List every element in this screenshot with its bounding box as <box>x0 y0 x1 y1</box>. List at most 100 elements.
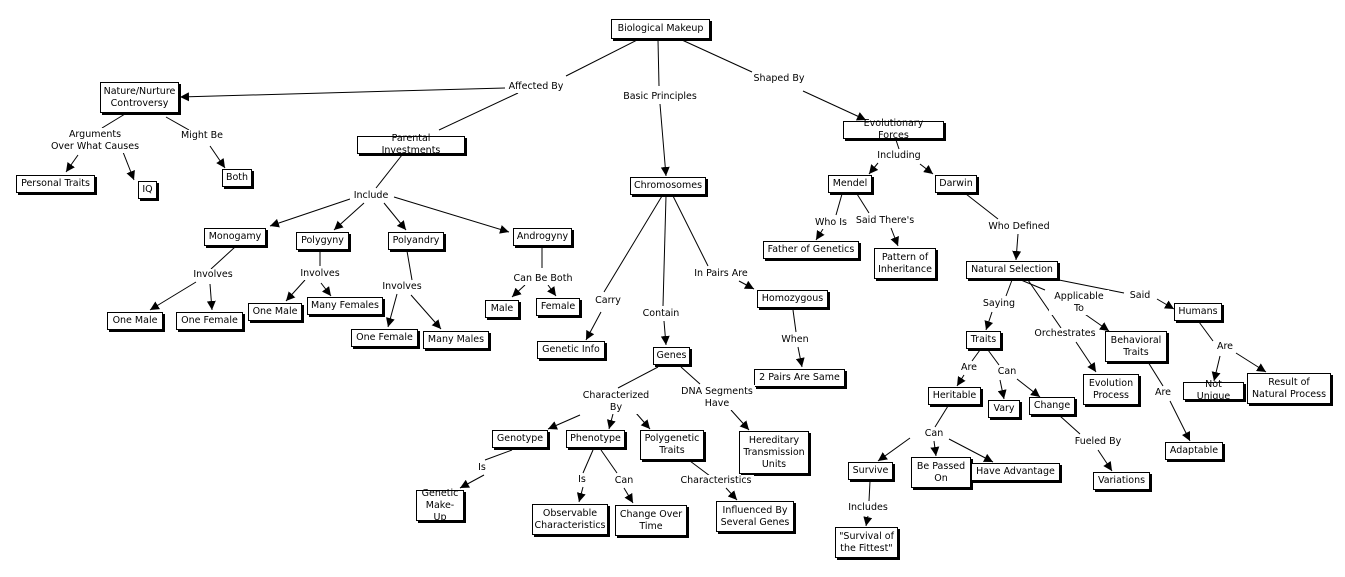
connector-arrow-59 <box>1012 233 1022 261</box>
connector-line-10 <box>165 116 190 131</box>
node-survive[interactable]: Survive <box>848 462 893 480</box>
node-have-advantage[interactable]: Have Advantage <box>971 463 1060 481</box>
node-parental-investments[interactable]: Parental Investments <box>357 133 465 156</box>
connector-line-2 <box>438 92 519 131</box>
node-adaptable[interactable]: Adaptable <box>1165 442 1223 460</box>
connector-line-33 <box>672 195 709 267</box>
node-traits[interactable]: Traits <box>966 331 1001 349</box>
connector-arrow-74 <box>1097 449 1113 472</box>
connector-line-45 <box>582 449 594 474</box>
node-natural-selection[interactable]: Natural Selection <box>966 261 1058 279</box>
node-genotype[interactable]: Genotype <box>492 430 548 448</box>
node-mendel[interactable]: Mendel <box>828 175 872 193</box>
connector-arrow-85 <box>863 515 873 527</box>
node-biological-makeup[interactable]: Biological Makeup <box>611 19 710 39</box>
connector-arrow-82 <box>930 440 940 457</box>
node-genetic-makeup[interactable]: Genetic Make-Up <box>416 488 464 523</box>
connector-arrow-25 <box>410 294 442 330</box>
node-heritable[interactable]: Heritable <box>928 387 981 405</box>
link-label-involves-monogamy: Involves <box>189 269 237 281</box>
connector-line-29 <box>603 195 663 293</box>
connector-line-37 <box>617 366 659 389</box>
node-hereditary-units[interactable]: Hereditary Transmission Units <box>739 431 809 474</box>
node-not-unique[interactable]: Not Unique <box>1183 379 1244 402</box>
connector-arrow-61 <box>984 311 994 331</box>
node-polygyny[interactable]: Polygyny <box>296 232 349 250</box>
node-influenced-by-several[interactable]: Influenced By Several Genes <box>716 501 794 532</box>
connector-arrow-34 <box>738 280 755 290</box>
node-chromosomes[interactable]: Chromosomes <box>630 177 706 195</box>
node-polygenetic-traits[interactable]: Polygenetic Traits <box>640 430 704 460</box>
node-be-passed-on[interactable]: Be Passed On <box>911 457 971 488</box>
node-humans[interactable]: Humans <box>1174 303 1222 321</box>
node-male[interactable]: Male <box>485 300 519 318</box>
connector-line-68 <box>971 349 981 362</box>
connector-arrow-18 <box>149 281 197 311</box>
connector-line-41 <box>680 366 701 385</box>
connector-arrow-16 <box>393 196 510 234</box>
connector-line-5 <box>681 39 753 73</box>
link-label-includes: Includes <box>844 502 892 514</box>
connector-arrow-22 <box>320 282 332 297</box>
connector-line-51 <box>895 139 900 150</box>
connector-line-62 <box>1020 279 1046 291</box>
node-many-males[interactable]: Many Males <box>423 331 489 349</box>
node-iq[interactable]: IQ <box>138 181 157 199</box>
node-one-female-monogamy[interactable]: One Female <box>176 312 243 330</box>
node-many-females[interactable]: Many Females <box>307 297 383 315</box>
node-androgyny[interactable]: Androgyny <box>513 228 572 246</box>
connector-arrow-57 <box>890 227 899 247</box>
connector-line-7 <box>101 113 126 129</box>
connector-line-80 <box>934 405 949 428</box>
node-personal-traits[interactable]: Personal Traits <box>16 175 95 193</box>
node-father-of-genetics[interactable]: Father of Genetics <box>763 241 859 259</box>
node-phenotype[interactable]: Phenotype <box>566 430 625 448</box>
connector-line-66 <box>1058 279 1125 294</box>
node-polyandry[interactable]: Polyandry <box>388 232 444 250</box>
node-monogamy[interactable]: Monogamy <box>204 228 266 246</box>
node-result-natural-process[interactable]: Result of Natural Process <box>1247 373 1331 404</box>
node-evolution-process[interactable]: Evolution Process <box>1083 374 1139 405</box>
node-darwin[interactable]: Darwin <box>935 175 977 193</box>
node-survival-of-fittest[interactable]: "Survival of the Fittest" <box>835 527 898 558</box>
connector-arrow-27 <box>511 284 526 298</box>
connector-arrow-36 <box>795 346 805 368</box>
connector-arrow-28 <box>547 284 557 297</box>
connector-arrow-46 <box>576 486 586 503</box>
node-behavioral-traits[interactable]: Behavioral Traits <box>1105 331 1167 362</box>
connector-arrow-32 <box>660 320 670 346</box>
node-one-female-polyandry[interactable]: One Female <box>351 329 418 347</box>
connector-arrow-42 <box>730 409 750 431</box>
connector-line-60 <box>1005 279 1013 297</box>
connector-arrow-65 <box>1075 341 1097 373</box>
node-evolutionary-forces[interactable]: Evolutionary Forces <box>843 118 944 141</box>
node-genes[interactable]: Genes <box>653 347 690 365</box>
node-one-male-monogamy[interactable]: One Male <box>107 312 163 330</box>
node-two-pairs-same[interactable]: 2 Pairs Are Same <box>754 369 845 387</box>
node-female[interactable]: Female <box>536 298 580 316</box>
connector-arrow-48 <box>623 487 634 504</box>
node-nature-nurture[interactable]: Nature/Nurture Controversy <box>100 82 179 113</box>
connector-arrow-19 <box>206 283 216 311</box>
node-change[interactable]: Change <box>1029 397 1075 415</box>
node-variations[interactable]: Variations <box>1093 472 1150 490</box>
connector-arrow-79 <box>1235 352 1267 373</box>
node-observable-characteristics[interactable]: Observable Characteristics <box>532 504 608 535</box>
node-homozygous[interactable]: Homozygous <box>757 290 828 308</box>
connector-arrow-72 <box>1016 378 1041 398</box>
node-vary[interactable]: Vary <box>988 400 1020 418</box>
connector-line-64 <box>1027 279 1062 329</box>
node-genetic-info[interactable]: Genetic Info <box>537 341 605 359</box>
link-label-when: When <box>778 334 812 346</box>
link-label-arguments-over: Arguments Over What Causes <box>47 128 143 153</box>
connector-line-54 <box>835 193 843 216</box>
node-both[interactable]: Both <box>222 169 252 187</box>
connector-arrow-55 <box>815 228 825 241</box>
link-label-said-theres: Said There's <box>852 215 918 227</box>
node-change-over-time[interactable]: Change Over Time <box>615 505 687 536</box>
node-one-male-polygyny[interactable]: One Male <box>248 303 302 321</box>
connector-arrow-39 <box>606 413 616 430</box>
connector-arrow-9 <box>122 151 135 181</box>
node-pattern-of-inheritance[interactable]: Pattern of Inheritance <box>874 248 936 279</box>
